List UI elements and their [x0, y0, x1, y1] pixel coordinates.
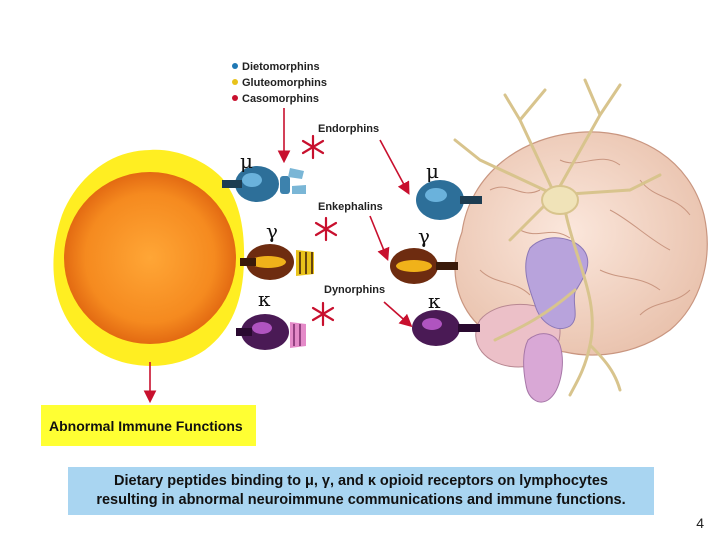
lymphocyte-receptors: [222, 166, 314, 350]
abnormal-immune-functions-label: Abnormal Immune Functions: [49, 417, 243, 434]
page-number: 4: [696, 515, 704, 531]
receptor-kappa-left: [236, 314, 306, 350]
brain-stem: [523, 333, 563, 403]
legend-dot-gluteomorphins: [232, 79, 238, 85]
brain-cortex: [454, 131, 708, 356]
receptor-label-gamma-right: γ: [418, 224, 430, 248]
arrow-endorphins-to-mu: [379, 139, 410, 195]
abnormal-immune-functions-box: Abnormal Immune Functions: [41, 405, 256, 446]
arrows: [143, 108, 413, 404]
caption-box: Dietary peptides binding to μ, γ, and κ …: [68, 467, 654, 515]
receptor-mu-right: [416, 180, 482, 220]
caption-line-2: resulting in abnormal neuroimmune commun…: [96, 492, 626, 508]
arrow-enkephalins-to-gamma: [369, 215, 390, 261]
legend-label-dietomorphins: Dietomorphins: [242, 61, 320, 73]
caption-line-1: Dietary peptides binding to μ, γ, and κ …: [114, 473, 608, 489]
receptor-label-mu-left: μ: [240, 149, 253, 173]
asterisk-kappa: [311, 301, 335, 327]
arrow-dynorphins-to-kappa: [383, 301, 413, 328]
legend: Dietomorphins Gluteomorphins Casomorphin…: [232, 61, 327, 105]
receptor-label-mu-right: μ: [426, 159, 439, 183]
neuron-dendrites: [453, 78, 662, 242]
asterisks: [301, 134, 338, 327]
label-enkephalins: Enkephalins: [318, 201, 383, 213]
brain: [454, 131, 708, 403]
asterisk-mu: [301, 134, 325, 160]
legend-label-casomorphins: Casomorphins: [242, 93, 319, 105]
neuron: [453, 78, 662, 397]
lymphocyte-cell: [53, 149, 245, 366]
neuron-axon: [493, 208, 622, 397]
neuron-receptors: [390, 180, 482, 346]
receptor-label-gamma-left: γ: [266, 219, 278, 243]
receptor-gamma-right: [390, 248, 458, 284]
receptor-kappa-right: [412, 310, 480, 346]
receptor-label-kappa-left: κ: [258, 287, 271, 311]
receptor-label-kappa-right: κ: [428, 289, 441, 313]
label-endorphins: Endorphins: [318, 123, 379, 135]
receptor-gamma-left: [240, 244, 314, 280]
legend-dot-casomorphins: [232, 95, 238, 101]
label-dynorphins: Dynorphins: [324, 284, 385, 296]
limbic-structure: [525, 237, 589, 329]
receptor-mu-left: [222, 166, 306, 202]
asterisk-gamma: [314, 216, 338, 242]
legend-dot-dietomorphins: [232, 63, 238, 69]
brain-gyri: [479, 158, 691, 316]
neuron-soma: [541, 185, 579, 215]
lymphocyte-core: [64, 172, 236, 344]
legend-label-gluteomorphins: Gluteomorphins: [242, 77, 327, 89]
